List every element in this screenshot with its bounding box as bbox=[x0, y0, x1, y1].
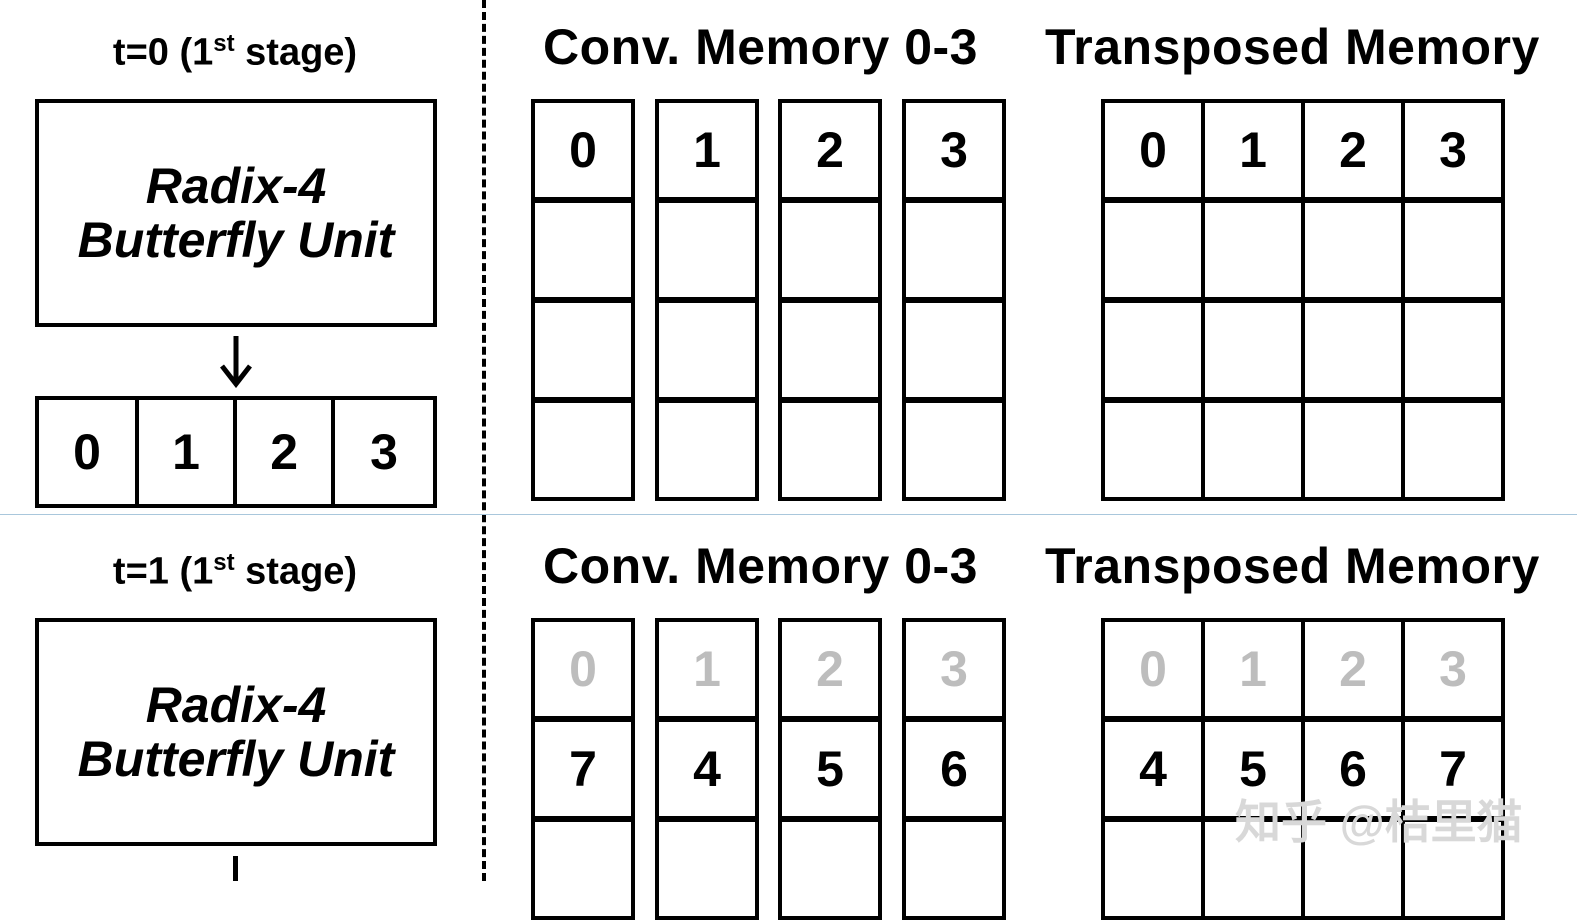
conv-memory-cell bbox=[778, 818, 882, 920]
conv-memory-cell bbox=[531, 818, 635, 920]
output-cell: 0 bbox=[35, 396, 139, 508]
conv-memory-cell bbox=[902, 199, 1006, 301]
unit-line1: Radix-4 bbox=[145, 158, 327, 214]
conv-memory-cell: 0 bbox=[531, 99, 635, 201]
stage-label: t=0 (1st stage) bbox=[35, 30, 435, 75]
transposed-memory-cell: 3 bbox=[1401, 618, 1505, 720]
conv-memory-cell: 7 bbox=[531, 718, 635, 820]
conv-memory-cell: 1 bbox=[655, 99, 759, 201]
conv-memory-cell bbox=[778, 199, 882, 301]
conv-memory-cell bbox=[531, 199, 635, 301]
stage-label-sup: st bbox=[213, 30, 235, 57]
transposed-memory-cell: 2 bbox=[1301, 618, 1405, 720]
conv-memory-cell bbox=[902, 399, 1006, 501]
stage-label-sup: st bbox=[213, 549, 235, 576]
conv-memory-cell: 0 bbox=[531, 618, 635, 720]
transposed-memory-cell: 2 bbox=[1301, 99, 1405, 201]
transposed-memory-cell bbox=[1201, 399, 1305, 501]
transposed-memory-cell: 6 bbox=[1301, 718, 1405, 820]
output-cell: 3 bbox=[331, 396, 438, 508]
output-row: 0 1 2 3 bbox=[35, 396, 438, 508]
transposed-memory-cell bbox=[1101, 299, 1205, 401]
stage-label-prefix: t=1 (1 bbox=[112, 550, 214, 593]
transposed-memory-cell bbox=[1201, 199, 1305, 301]
transposed-memory-cell bbox=[1301, 199, 1405, 301]
conv-memory-title: Conv. Memory 0-3 bbox=[543, 538, 978, 594]
output-cell: 2 bbox=[233, 396, 336, 508]
conv-memory-cell bbox=[778, 299, 882, 401]
conv-memory-cell bbox=[902, 299, 1006, 401]
conv-memory-cell bbox=[531, 399, 635, 501]
conv-memory-cell bbox=[902, 818, 1006, 920]
conv-memory-cell: 2 bbox=[778, 99, 882, 201]
conv-memory-cell: 6 bbox=[902, 718, 1006, 820]
transposed-memory-cell: 1 bbox=[1201, 99, 1305, 201]
transposed-memory-cell bbox=[1301, 299, 1405, 401]
unit-line1: Radix-4 bbox=[145, 677, 327, 733]
stage-label-suffix: stage) bbox=[234, 550, 358, 593]
stage-label-suffix: stage) bbox=[234, 31, 358, 74]
conv-memory-cell: 3 bbox=[902, 618, 1006, 720]
transposed-memory-cell bbox=[1101, 199, 1205, 301]
watermark: 知乎 @桔里猫 bbox=[1235, 796, 1523, 848]
conv-memory-cell bbox=[655, 199, 759, 301]
transposed-memory-cell bbox=[1201, 299, 1305, 401]
transposed-memory-cell bbox=[1401, 199, 1505, 301]
transposed-memory-cell: 0 bbox=[1101, 618, 1205, 720]
conv-memory-cell bbox=[655, 299, 759, 401]
conv-memory-title: Conv. Memory 0-3 bbox=[543, 19, 978, 75]
conv-memory-cell: 5 bbox=[778, 718, 882, 820]
transposed-memory-cell bbox=[1101, 399, 1205, 501]
conv-memory-cell bbox=[655, 818, 759, 920]
vertical-dashed-divider bbox=[482, 0, 486, 881]
transposed-memory-cell: 4 bbox=[1101, 718, 1205, 820]
transposed-memory-cell: 1 bbox=[1201, 618, 1305, 720]
conv-memory-cell: 3 bbox=[902, 99, 1006, 201]
unit-line2: Butterfly Unit bbox=[77, 212, 395, 268]
transposed-memory-cell: 3 bbox=[1401, 99, 1505, 201]
conv-memory-cell bbox=[655, 399, 759, 501]
output-cell: 1 bbox=[134, 396, 238, 508]
transposed-memory-cell bbox=[1401, 299, 1505, 401]
down-arrow-icon bbox=[233, 856, 238, 881]
transposed-memory-cell bbox=[1101, 818, 1205, 920]
transposed-memory-cell bbox=[1301, 399, 1405, 501]
conv-memory-cell: 4 bbox=[655, 718, 759, 820]
conv-memory-cell bbox=[778, 399, 882, 501]
transposed-memory-cell bbox=[1401, 399, 1505, 501]
butterfly-unit-box: Radix-4 Butterfly Unit bbox=[35, 618, 437, 846]
transposed-memory-title: Transposed Memory bbox=[1045, 538, 1540, 594]
stage-label-prefix: t=0 (1 bbox=[112, 31, 214, 74]
transposed-memory-title: Transposed Memory bbox=[1045, 19, 1540, 75]
panel-separator-line bbox=[0, 514, 1577, 515]
conv-memory-cell: 1 bbox=[655, 618, 759, 720]
conv-memory-cell: 2 bbox=[778, 618, 882, 720]
conv-memory-cell bbox=[531, 299, 635, 401]
transposed-memory-cell: 0 bbox=[1101, 99, 1205, 201]
down-arrow-icon bbox=[218, 336, 254, 389]
stage-label: t=1 (1st stage) bbox=[35, 549, 435, 594]
butterfly-unit-box: Radix-4 Butterfly Unit bbox=[35, 99, 437, 327]
unit-line2: Butterfly Unit bbox=[77, 731, 395, 787]
